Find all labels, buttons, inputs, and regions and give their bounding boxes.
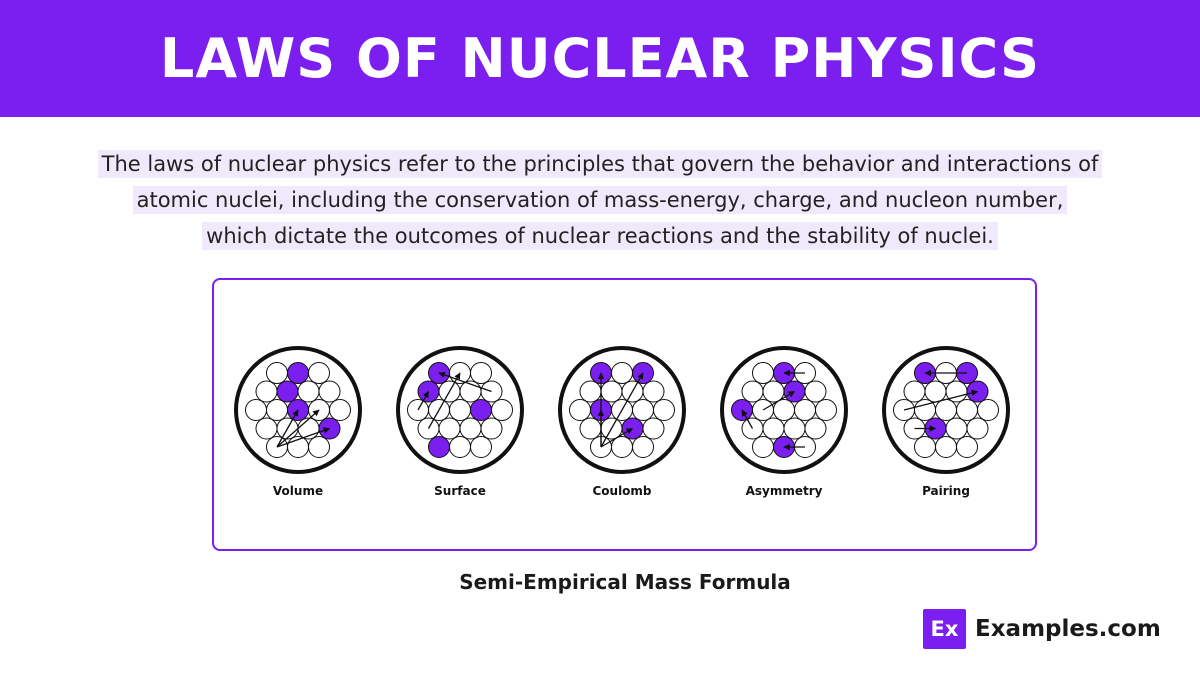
neutron xyxy=(569,399,591,421)
page-title: LAWS OF NUCLEAR PHYSICS xyxy=(159,27,1041,90)
intro-line-1: The laws of nuclear physics refer to the… xyxy=(97,150,1103,178)
neutron xyxy=(653,399,675,421)
nucleus-asymmetry: Asymmetry xyxy=(720,346,848,498)
nucleus-pairing: Pairing xyxy=(882,346,1010,498)
neutron xyxy=(804,380,827,403)
neutron xyxy=(794,399,816,421)
neutron xyxy=(491,399,513,421)
neutron xyxy=(783,417,806,440)
neutron xyxy=(815,399,837,421)
neutron xyxy=(642,417,665,440)
neutron xyxy=(914,436,936,458)
proton xyxy=(428,436,450,458)
neutron xyxy=(752,436,774,458)
proton xyxy=(287,362,309,384)
brand[interactable]: Ex Examples.com xyxy=(923,609,1161,649)
intro-line-2: atomic nuclei, including the conservatio… xyxy=(132,186,1068,214)
neutron xyxy=(255,417,278,440)
neutron xyxy=(945,417,968,440)
proton xyxy=(470,399,492,421)
intro-paragraph: The laws of nuclear physics refer to the… xyxy=(40,146,1160,254)
neutron xyxy=(762,417,785,440)
neutron xyxy=(611,362,633,384)
neutron xyxy=(470,436,492,458)
brand-name: Examples.com xyxy=(975,616,1161,642)
neutron xyxy=(935,436,957,458)
neutron xyxy=(480,417,503,440)
neutron xyxy=(266,362,288,384)
neutron xyxy=(449,436,471,458)
neutron xyxy=(245,399,267,421)
neutron xyxy=(632,399,654,421)
nucleus-surface: Surface xyxy=(396,346,524,498)
neutron xyxy=(266,399,288,421)
nuclei-diagram: Volume Surface Coulomb Asymmetry Pairing xyxy=(234,346,1010,498)
nucleus-volume: Volume xyxy=(234,346,362,498)
brand-logo: Ex xyxy=(923,609,966,649)
interaction-arrow xyxy=(417,390,430,411)
title-banner: LAWS OF NUCLEAR PHYSICS xyxy=(0,0,1200,117)
interaction-arrow xyxy=(903,389,979,411)
term-label-pairing: Pairing xyxy=(922,484,970,498)
neutron xyxy=(579,417,602,440)
neutron xyxy=(449,399,471,421)
neutron xyxy=(956,436,978,458)
neutron xyxy=(977,399,999,421)
interaction-arrow xyxy=(276,427,331,448)
intro-line-3: which dictate the outcomes of nuclear re… xyxy=(202,222,998,250)
neutron xyxy=(438,417,461,440)
diagram-frame: Volume Surface Coulomb Asymmetry Pairing xyxy=(212,278,1037,551)
neutron xyxy=(329,399,351,421)
neutron xyxy=(459,417,482,440)
neutron xyxy=(935,399,957,421)
neutron xyxy=(956,399,978,421)
neutron xyxy=(741,380,764,403)
interaction-arrow xyxy=(438,371,492,393)
neutron xyxy=(308,362,330,384)
interaction-arrow xyxy=(741,409,754,429)
interaction-arrow xyxy=(276,409,320,448)
nucleus-coulomb: Coulomb xyxy=(558,346,686,498)
neutron xyxy=(308,436,330,458)
term-label-surface: Surface xyxy=(434,484,486,498)
neutron xyxy=(752,362,774,384)
neutron xyxy=(642,380,665,403)
term-label-coulomb: Coulomb xyxy=(592,484,651,498)
term-label-volume: Volume xyxy=(273,484,323,498)
neutron xyxy=(903,380,926,403)
interaction-arrow xyxy=(276,409,299,448)
interaction-arrow xyxy=(762,390,796,411)
interaction-arrow xyxy=(427,372,461,429)
neutron xyxy=(600,380,623,403)
proton xyxy=(276,380,299,403)
neutron xyxy=(297,380,320,403)
neutron xyxy=(255,380,278,403)
diagram-caption: Semi-Empirical Mass Formula xyxy=(459,570,791,594)
term-label-asymmetry: Asymmetry xyxy=(746,484,823,498)
interaction-arrow xyxy=(600,427,634,448)
neutron xyxy=(579,380,602,403)
neutron xyxy=(318,380,341,403)
neutron xyxy=(966,417,989,440)
neutron xyxy=(470,362,492,384)
neutron xyxy=(632,436,654,458)
neutron xyxy=(924,380,947,403)
neutron xyxy=(804,417,827,440)
interaction-arrow xyxy=(600,372,644,448)
